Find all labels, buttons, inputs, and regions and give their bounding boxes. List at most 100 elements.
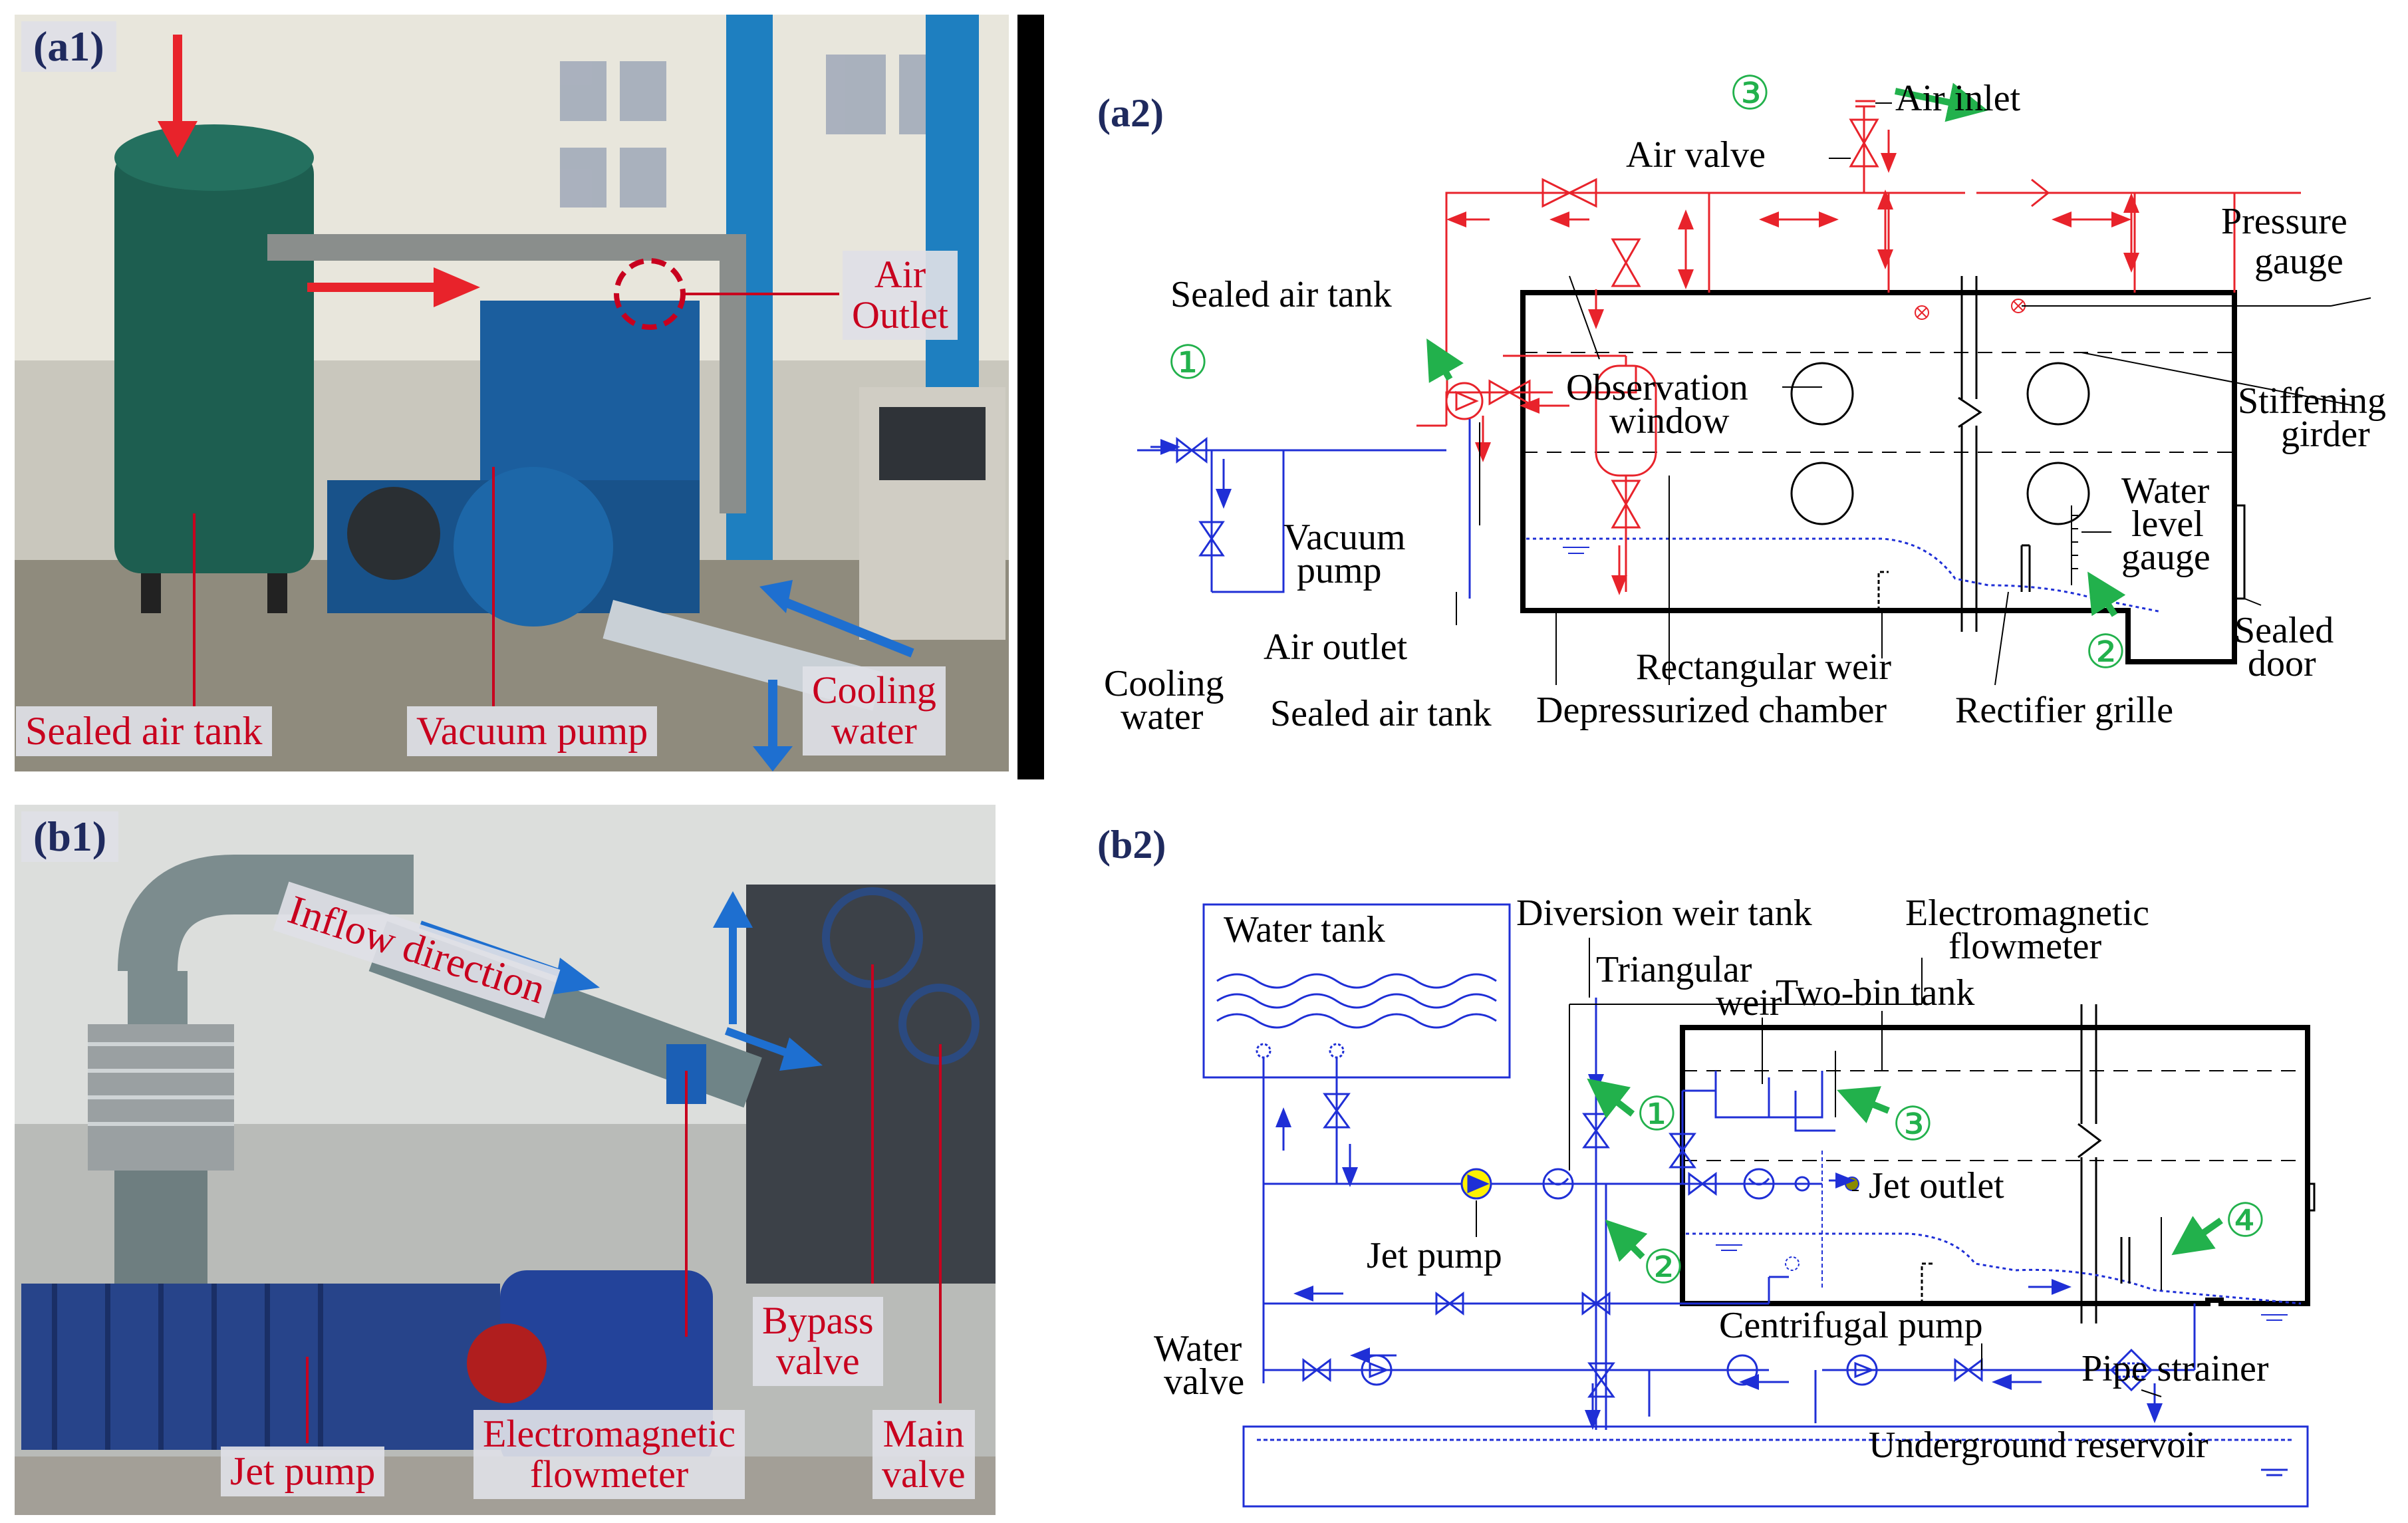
marker-2: ② [2085,624,2127,679]
green-arrow-markers-b2 [1587,1078,2223,1262]
label-stiffening-girder-1: Stiffening [2238,380,2386,422]
label-vacuum-pump-1: Vacuum [1283,517,1406,558]
pump-symbols [1361,1168,2153,1392]
marker-3: ③ [1729,66,1771,120]
label-stiffening-girder-2: girder [2281,414,2370,455]
panel-tag-b2: (b2) [1097,823,1166,867]
label-cooling-water-2: water [1121,696,1204,738]
label-pressure-gauge-1: Pressure [2221,201,2347,242]
observation-window [2026,462,2090,525]
observation-window [1790,362,1854,426]
marker-b2-2: ② [1643,1240,1684,1294]
depressurized-chamber [1520,276,2246,664]
label-underground-reservoir: Underground reservoir [1869,1425,2208,1466]
photo-panel-b1: (b1) Inflow direction Bypass valve Elect… [15,805,996,1515]
water-surface [1526,537,2162,613]
label-depressurized-chamber: Depressurized chamber [1536,690,1887,731]
photo-b1-illustration [15,805,996,1515]
inflow-arrow-head [553,958,600,994]
marker-1: ① [1167,335,1209,390]
label-sealed-door-2: door [2248,643,2316,684]
panel-tag-a1: (a1) [21,21,116,72]
cooling-water-piping [1137,419,1471,599]
water-flow-arrows [1275,1044,2163,1430]
label-water-tank: Water tank [1224,909,1385,950]
drain-arrow-head [753,746,793,771]
label-sealed-air-tank-top: Sealed air tank [1170,274,1392,315]
cooling-water-arrow [777,595,914,658]
pressure-gauge-icons [1915,299,2026,320]
leader-lines-b2 [1476,938,2162,1397]
label-observation-window-2: window [1609,400,1730,442]
marker-b2-1: ① [1636,1087,1678,1141]
annotation-overlay-a1 [158,35,914,771]
label-triangular-weir-1: Triangular [1596,949,1752,990]
depressurized-chamber-b2 [1680,1004,2316,1323]
label-observation-window-1: Observation [1566,367,1748,408]
label-pipe-strainer: Pipe strainer [2081,1348,2269,1389]
main-flow-arrow-head [779,1038,823,1071]
annotation-overlay-b1 [306,891,942,1443]
schematic-panel-b2: (b2) [1064,798,2408,1523]
schematic-a2 [1137,82,2371,686]
label-electromagnetic-flowmeter-1: Electromagnetic [1905,893,2149,934]
cooling-water-arrow-head [759,580,793,613]
label-sealed-air-tank: Sealed air tank [16,706,272,756]
label-two-bin-tank: Two-bin tank [1776,972,1975,1014]
label-electromagnetic-flowmeter: Electromagnetic flowmeter [473,1410,745,1499]
label-air-outlet: Air outlet [1264,626,1408,668]
air-flow-arrow-head [434,267,480,307]
photo-panel-a1: (a1) Air Outlet Sealed air tank Vacuum p… [15,15,1009,771]
air-outlet-highlight [614,258,686,330]
label-vacuum-pump: Vacuum pump [407,706,658,756]
vacuum-pump-symbol [1445,382,1484,420]
label-vacuum-pump-2: pump [1297,550,1382,591]
label-centrifugal-pump: Centrifugal pump [1719,1305,1983,1346]
bypass-arrow-head [713,891,753,928]
marker-b2-3: ③ [1892,1097,1934,1151]
panel-tag-a2: (a2) [1097,91,1164,135]
label-air-outlet: Air Outlet [843,251,958,340]
label-electromagnetic-flowmeter-2: flowmeter [1948,926,2102,967]
marker-b2-4: ④ [2224,1193,2266,1248]
jet-outlet-marker [1845,1177,1859,1191]
label-bypass-valve: Bypass valve [753,1297,883,1386]
label-triangular-weir-2: weir [1716,982,1782,1024]
air-inflow-arrow-head [158,121,198,158]
label-jet-pump: Jet pump [221,1447,385,1496]
air-flow-arrows [1446,130,2139,595]
label-main-valve: Main valve [872,1410,975,1499]
label-rectangular-weir: Rectangular weir [1636,646,1892,688]
label-sealed-door-1: Sealed [2234,610,2334,651]
label-water-valve-1: Water [1154,1328,1242,1369]
label-water-valve-2: valve [1164,1361,1245,1403]
sealed-door [2234,504,2246,600]
rectifier-grille [2020,544,2031,592]
label-cooling-water-1: Cooling [1104,663,1224,704]
panel-divider [1017,15,1044,779]
air-piping [1416,100,2301,592]
label-rectifier-grille: Rectifier grille [1955,690,2174,731]
leader-lines [1456,102,2371,686]
label-air-valve: Air valve [1626,134,1766,176]
two-bin-tank [1714,1071,1835,1132]
label-pressure-gauge-2: gauge [2254,241,2343,282]
air-valves [1488,118,2050,529]
observation-window [1790,462,1854,525]
label-air-inlet: Air inlet [1895,78,2021,119]
water-tank [1202,903,1511,1079]
label-water-level-gauge-1: Water [2121,470,2210,511]
label-sealed-air-tank-bottom: Sealed air tank [1270,693,1492,734]
label-cooling-water: Cooling water [803,666,946,756]
green-arrow-markers [1426,82,2126,617]
schematic-b2 [1202,903,2316,1508]
label-jet-pump: Jet pump [1367,1235,1502,1276]
observation-window [2026,362,2090,426]
photo-a1-illustration [15,15,1009,771]
schematic-panel-a2: (a2) [1064,0,2408,778]
label-jet-outlet: Jet outlet [1869,1165,2004,1206]
label-water-level-gauge-3: gauge [2121,537,2210,578]
label-water-level-gauge-2: level [2131,503,2204,545]
rectangular-weir [1877,571,1889,611]
label-diversion-weir-tank: Diversion weir tank [1516,893,1812,934]
